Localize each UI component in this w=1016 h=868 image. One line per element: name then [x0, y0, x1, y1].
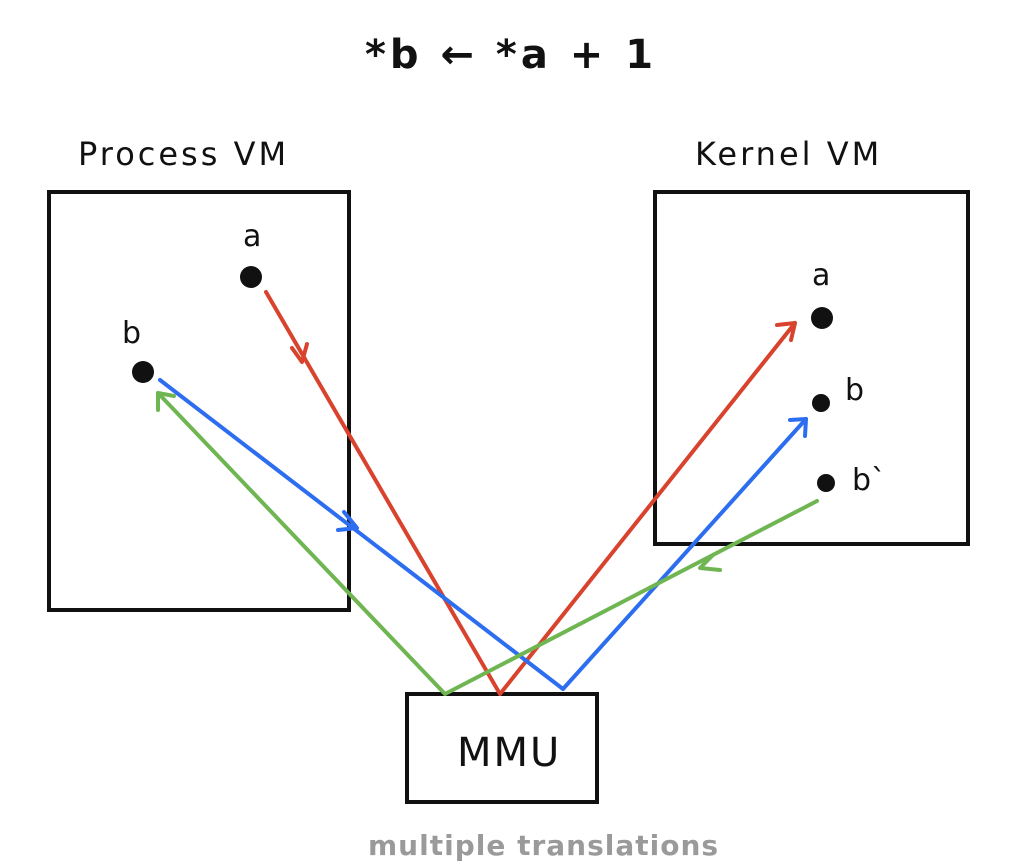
- process-vm-box: [47, 190, 351, 612]
- kernel-label-b-prime: b`: [852, 463, 886, 498]
- kernel-label-a: a: [812, 258, 830, 293]
- kernel-point-b: [812, 394, 830, 412]
- process-label-b: b: [122, 316, 141, 351]
- blue-arrowhead-up: [788, 417, 808, 438]
- kernel-point-a: [811, 307, 833, 329]
- blue-arrowhead-right: [336, 510, 359, 532]
- blue-translation-path: [158, 378, 808, 691]
- red-arrowhead-up: [775, 321, 797, 342]
- caption: multiple translations: [368, 829, 719, 862]
- green-arrowhead-up: [156, 391, 176, 412]
- red-arrowhead-down: [290, 342, 309, 364]
- kernel-point-b-prime: [817, 474, 835, 492]
- red-translation-path: [264, 290, 797, 696]
- process-point-b: [132, 361, 154, 383]
- process-vm-title: Process VM: [78, 135, 289, 173]
- process-label-a: a: [243, 219, 261, 254]
- kernel-vm-box: [653, 190, 970, 546]
- process-point-a: [240, 266, 262, 288]
- diagram-title: *b ← *a + 1: [365, 32, 657, 78]
- green-translation-path: [156, 391, 819, 696]
- mmu-label: MMU: [457, 730, 561, 776]
- kernel-vm-title: Kernel VM: [695, 135, 882, 173]
- green-arrowhead-left: [698, 554, 722, 572]
- kernel-label-b: b: [845, 373, 864, 408]
